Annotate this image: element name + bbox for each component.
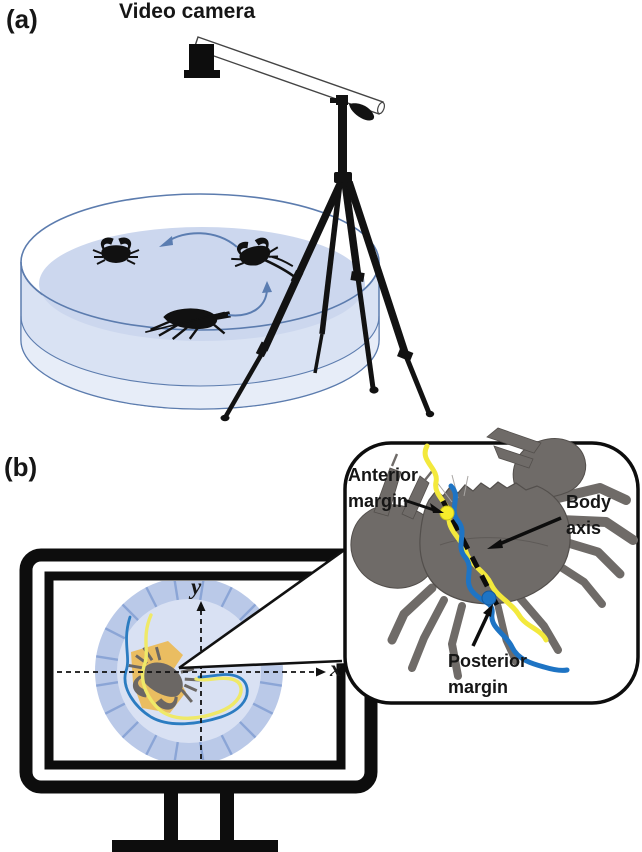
movement-arrow-right-head (262, 281, 272, 293)
crab-silhouette-left (92, 237, 140, 265)
inset-label-arrows (403, 498, 562, 647)
ring-tick (173, 581, 180, 602)
body-axis-label: Body axis (566, 492, 611, 539)
camera-boom (193, 36, 386, 115)
posterior-marker-dot (481, 590, 497, 606)
movement-arrow-top-head (159, 236, 173, 247)
ring-tick (198, 581, 205, 602)
trajectory-yellow (141, 613, 243, 720)
body-axis-arrow (496, 516, 562, 547)
video-camera-icon (184, 44, 220, 78)
posterior-margin-label: Posterior margin (448, 651, 528, 698)
ring-tick (95, 655, 120, 662)
movement-arrow-right (227, 289, 268, 317)
inset-anterior-track (422, 443, 549, 643)
anterior-margin-label: Anterior margin (348, 465, 419, 512)
ring-tick (121, 720, 140, 739)
monitor-stand-left (164, 790, 178, 841)
video-camera-label: Video camera (119, 0, 256, 23)
arena-ring-ticks (95, 581, 283, 760)
tripod-ballhead-handle (349, 103, 375, 121)
ring-tick (220, 733, 233, 756)
ring-tick (258, 680, 283, 687)
panel-b-label: (b) (4, 452, 38, 482)
inset-crab-left-legs (387, 583, 466, 680)
tripod-leg-middle (341, 181, 379, 394)
inset-crab-carapace (419, 481, 571, 605)
panel-a-label: (a) (6, 4, 38, 34)
ring-tick (251, 702, 274, 715)
ring-tick (104, 627, 127, 640)
callout-line-lower (178, 659, 343, 670)
ring-tick (95, 680, 120, 687)
x-axis-arrowhead (316, 667, 326, 677)
screen-crab (128, 646, 200, 710)
ring-tick (198, 740, 205, 760)
callout-line-upper (178, 544, 351, 670)
tripod-column (338, 104, 347, 178)
tripod-leg-rear (319, 181, 343, 335)
ring-tick (104, 702, 127, 715)
tripod-collar (334, 172, 352, 183)
panel-b-analysis (19, 427, 640, 852)
ring-tick (238, 720, 257, 739)
y-axis-arrowhead (196, 601, 206, 611)
dish-floor-band (20, 315, 380, 410)
trajectory-blue (123, 615, 249, 726)
ring-tick (121, 603, 140, 622)
ring-tick (145, 586, 158, 609)
y-axis-label: y (191, 574, 202, 599)
tripod-leg-right (345, 180, 435, 418)
tripod (220, 95, 435, 422)
posterior-arrow (471, 613, 490, 647)
monitor-base (112, 840, 278, 852)
panel-a-apparatus (20, 36, 435, 422)
inset-crab (350, 427, 638, 680)
x-axis-label: x (330, 656, 342, 681)
crab-silhouette-bottom (145, 308, 231, 341)
ring-tick (220, 586, 233, 609)
movement-arrows (159, 232, 272, 317)
ring-tick (173, 740, 180, 760)
tripod-leg-left (220, 180, 345, 422)
anterior-arrow (403, 498, 435, 512)
ring-tick (145, 733, 158, 756)
monitor-stand-right (220, 790, 234, 841)
ring-tick (238, 603, 257, 622)
coordinate-axes (57, 610, 316, 759)
